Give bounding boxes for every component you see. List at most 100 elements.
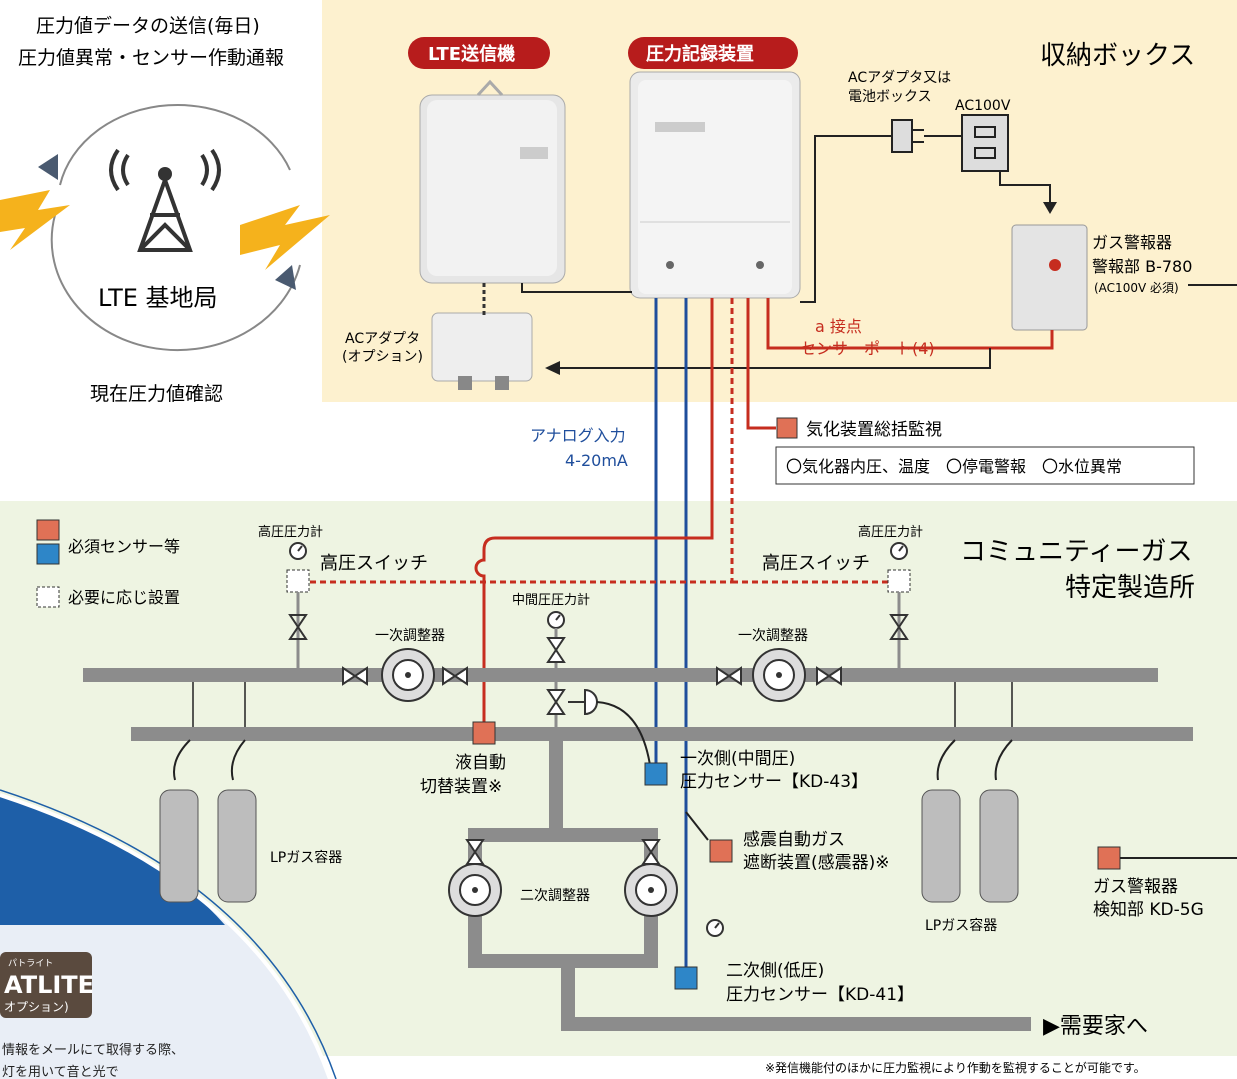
top-left-line1: 圧力値データの送信(毎日) (36, 15, 260, 37)
contact-label: a 接点 (815, 317, 862, 336)
vaporizer-items: 〇気化器内圧、温度 〇停電警報 〇水位異常 (786, 457, 1122, 476)
pressure-recorder-tag: 圧力記録装置 (628, 37, 798, 69)
detector-label-1: ガス警報器 (1093, 877, 1178, 897)
valve-icon (342, 666, 368, 686)
reg2-label: 二次調整器 (520, 888, 590, 904)
primary-sensor-label-2: 圧力センサー【KD-43】 (680, 772, 868, 792)
sensor-port-label: センサーポート(4) (800, 339, 935, 358)
detector-label-2: 検知部 KD-5G (1093, 900, 1204, 920)
lp-cylinder-icon (979, 739, 1019, 903)
legend-dashed-square (36, 586, 60, 608)
pressure-recorder-device (629, 71, 801, 299)
antenna-icon (109, 148, 221, 252)
arrow-left-icon (38, 154, 58, 180)
arrow-down-icon (1043, 202, 1057, 214)
primary-sensor-label-1: 一次側(中間圧) (680, 749, 795, 769)
to-customer-label: ▶需要家へ (1043, 1014, 1148, 1039)
legend-required: 必須センサー等 (68, 537, 180, 556)
lp-right-label: LPガス容器 (925, 917, 997, 934)
gas-alarm-label-1: ガス警報器 (1092, 233, 1172, 252)
plant-title-1: コミュニティーガス (960, 537, 1192, 567)
top-left-line2: 圧力値異常・センサー作動通報 (18, 47, 284, 69)
quake-label-2: 遮断装置(感震器)※ (743, 853, 890, 873)
patlite-desc2: 灯を用いて音と光で (2, 1064, 119, 1079)
analog-input-label-2: 4-20mA (565, 451, 628, 470)
reg1-right-label: 一次調整器 (738, 628, 808, 644)
current-pressure-check: 現在圧力値確認 (90, 383, 223, 405)
hp-gauge-left-label: 高圧圧力計 (258, 524, 323, 540)
footnote: ※発信機能付のほかに圧力監視により作動を監視することが可能です。 (765, 1060, 1146, 1075)
lp-cylinder-icon (921, 739, 961, 903)
arrow-right-icon (275, 265, 296, 290)
legend-red-square (36, 519, 60, 541)
reg1-left-label: 一次調整器 (375, 628, 445, 644)
pressure-gauge-icon (890, 542, 908, 560)
vaporizer-items-box (775, 446, 1195, 485)
pressure-recorder-tag-label: 圧力記録装置 (646, 43, 754, 65)
ac-or-battery-label-1: ACアダプタ又は (848, 70, 951, 86)
valve-icon (816, 666, 842, 686)
hp-switch-left-label: 高圧スイッチ (320, 553, 428, 574)
patlite-badge (0, 952, 92, 1018)
pressure-gauge-icon (289, 542, 307, 560)
primary-pressure-sensor (644, 762, 668, 786)
lower-pipe (131, 727, 1193, 741)
outlet-pipe (561, 1017, 1031, 1031)
patlite-small: パトライト (8, 958, 53, 969)
valve-icon (288, 614, 308, 640)
lte-station: LTE 基地局 (0, 103, 330, 352)
ac-option-label-2: (オプション) (342, 349, 423, 365)
patlite-option: オプション) (4, 1000, 69, 1014)
patlite-desc1: 情報をメールにて取得する際、 (2, 1042, 184, 1058)
gas-alarm-label-2: 警報部 B-780 (1092, 257, 1192, 276)
secondary-sensor-label-1: 二次側(低圧) (726, 961, 824, 981)
valve-icon (889, 614, 909, 640)
ac100v-label: AC100V (955, 98, 1011, 114)
regulator-icon (448, 863, 502, 917)
liquid-auto-switch-sensor (472, 721, 496, 745)
lp-cylinder-icon (217, 739, 257, 903)
legend-blue-square (36, 543, 60, 565)
patlite-name: ATLITE (4, 971, 94, 999)
lightning-icon (0, 190, 70, 250)
ac-or-battery-label-2: 電池ボックス (848, 89, 932, 105)
valve-icon (546, 637, 566, 663)
hp-gauge-right-label: 高圧圧力計 (858, 524, 923, 540)
regulator-icon (624, 863, 678, 917)
valve-icon (716, 666, 742, 686)
pressure-gauge-icon (706, 919, 724, 937)
valve-icon (546, 689, 566, 715)
valve-icon (442, 666, 468, 686)
legend-optional: 必要に応じ設置 (68, 588, 180, 607)
valve-icon (465, 839, 485, 865)
lightning-icon (240, 205, 330, 270)
split-pipe (468, 828, 658, 842)
ac-adapter-option-device (431, 312, 533, 390)
lte-transmitter-device (419, 79, 566, 284)
plant-title-2: 特定製造所 (1065, 573, 1195, 603)
upper-pipe (83, 668, 1158, 682)
hp-switch-right (887, 569, 911, 593)
quake-shutoff-sensor (709, 839, 733, 863)
secondary-sensor-label-2: 圧力センサー【KD-41】 (726, 985, 914, 1005)
outlet-icon (961, 114, 1009, 172)
vaporizer-sensor-icon (776, 417, 798, 439)
ac-option-label-1: ACアダプタ (345, 331, 420, 347)
regulator-icon (752, 648, 806, 702)
vaporizer-title: 気化装置総括監視 (806, 420, 942, 440)
mid-gauge-label: 中間圧圧力計 (512, 592, 590, 608)
analog-input-label-1: アナログ入力 (530, 426, 626, 445)
regulator-icon (381, 648, 435, 702)
hp-switch-right-label: 高圧スイッチ (762, 553, 870, 574)
secondary-pressure-sensor (674, 966, 698, 990)
lp-left-label: LPガス容器 (270, 849, 342, 866)
pressure-gauge-icon (547, 611, 565, 629)
quake-label-1: 感震自動ガス (743, 830, 845, 850)
arrow-left-icon (545, 361, 560, 375)
gas-alarm-b780-device (1011, 224, 1088, 331)
lte-transmitter-tag: LTE送信機 (408, 37, 550, 69)
liquid-switch-label-2: 切替装置※ (420, 777, 502, 797)
lte-transmitter-tag-label: LTE送信機 (428, 43, 515, 65)
valve-icon (641, 839, 661, 865)
storage-box-title: 収納ボックス (1040, 41, 1195, 71)
